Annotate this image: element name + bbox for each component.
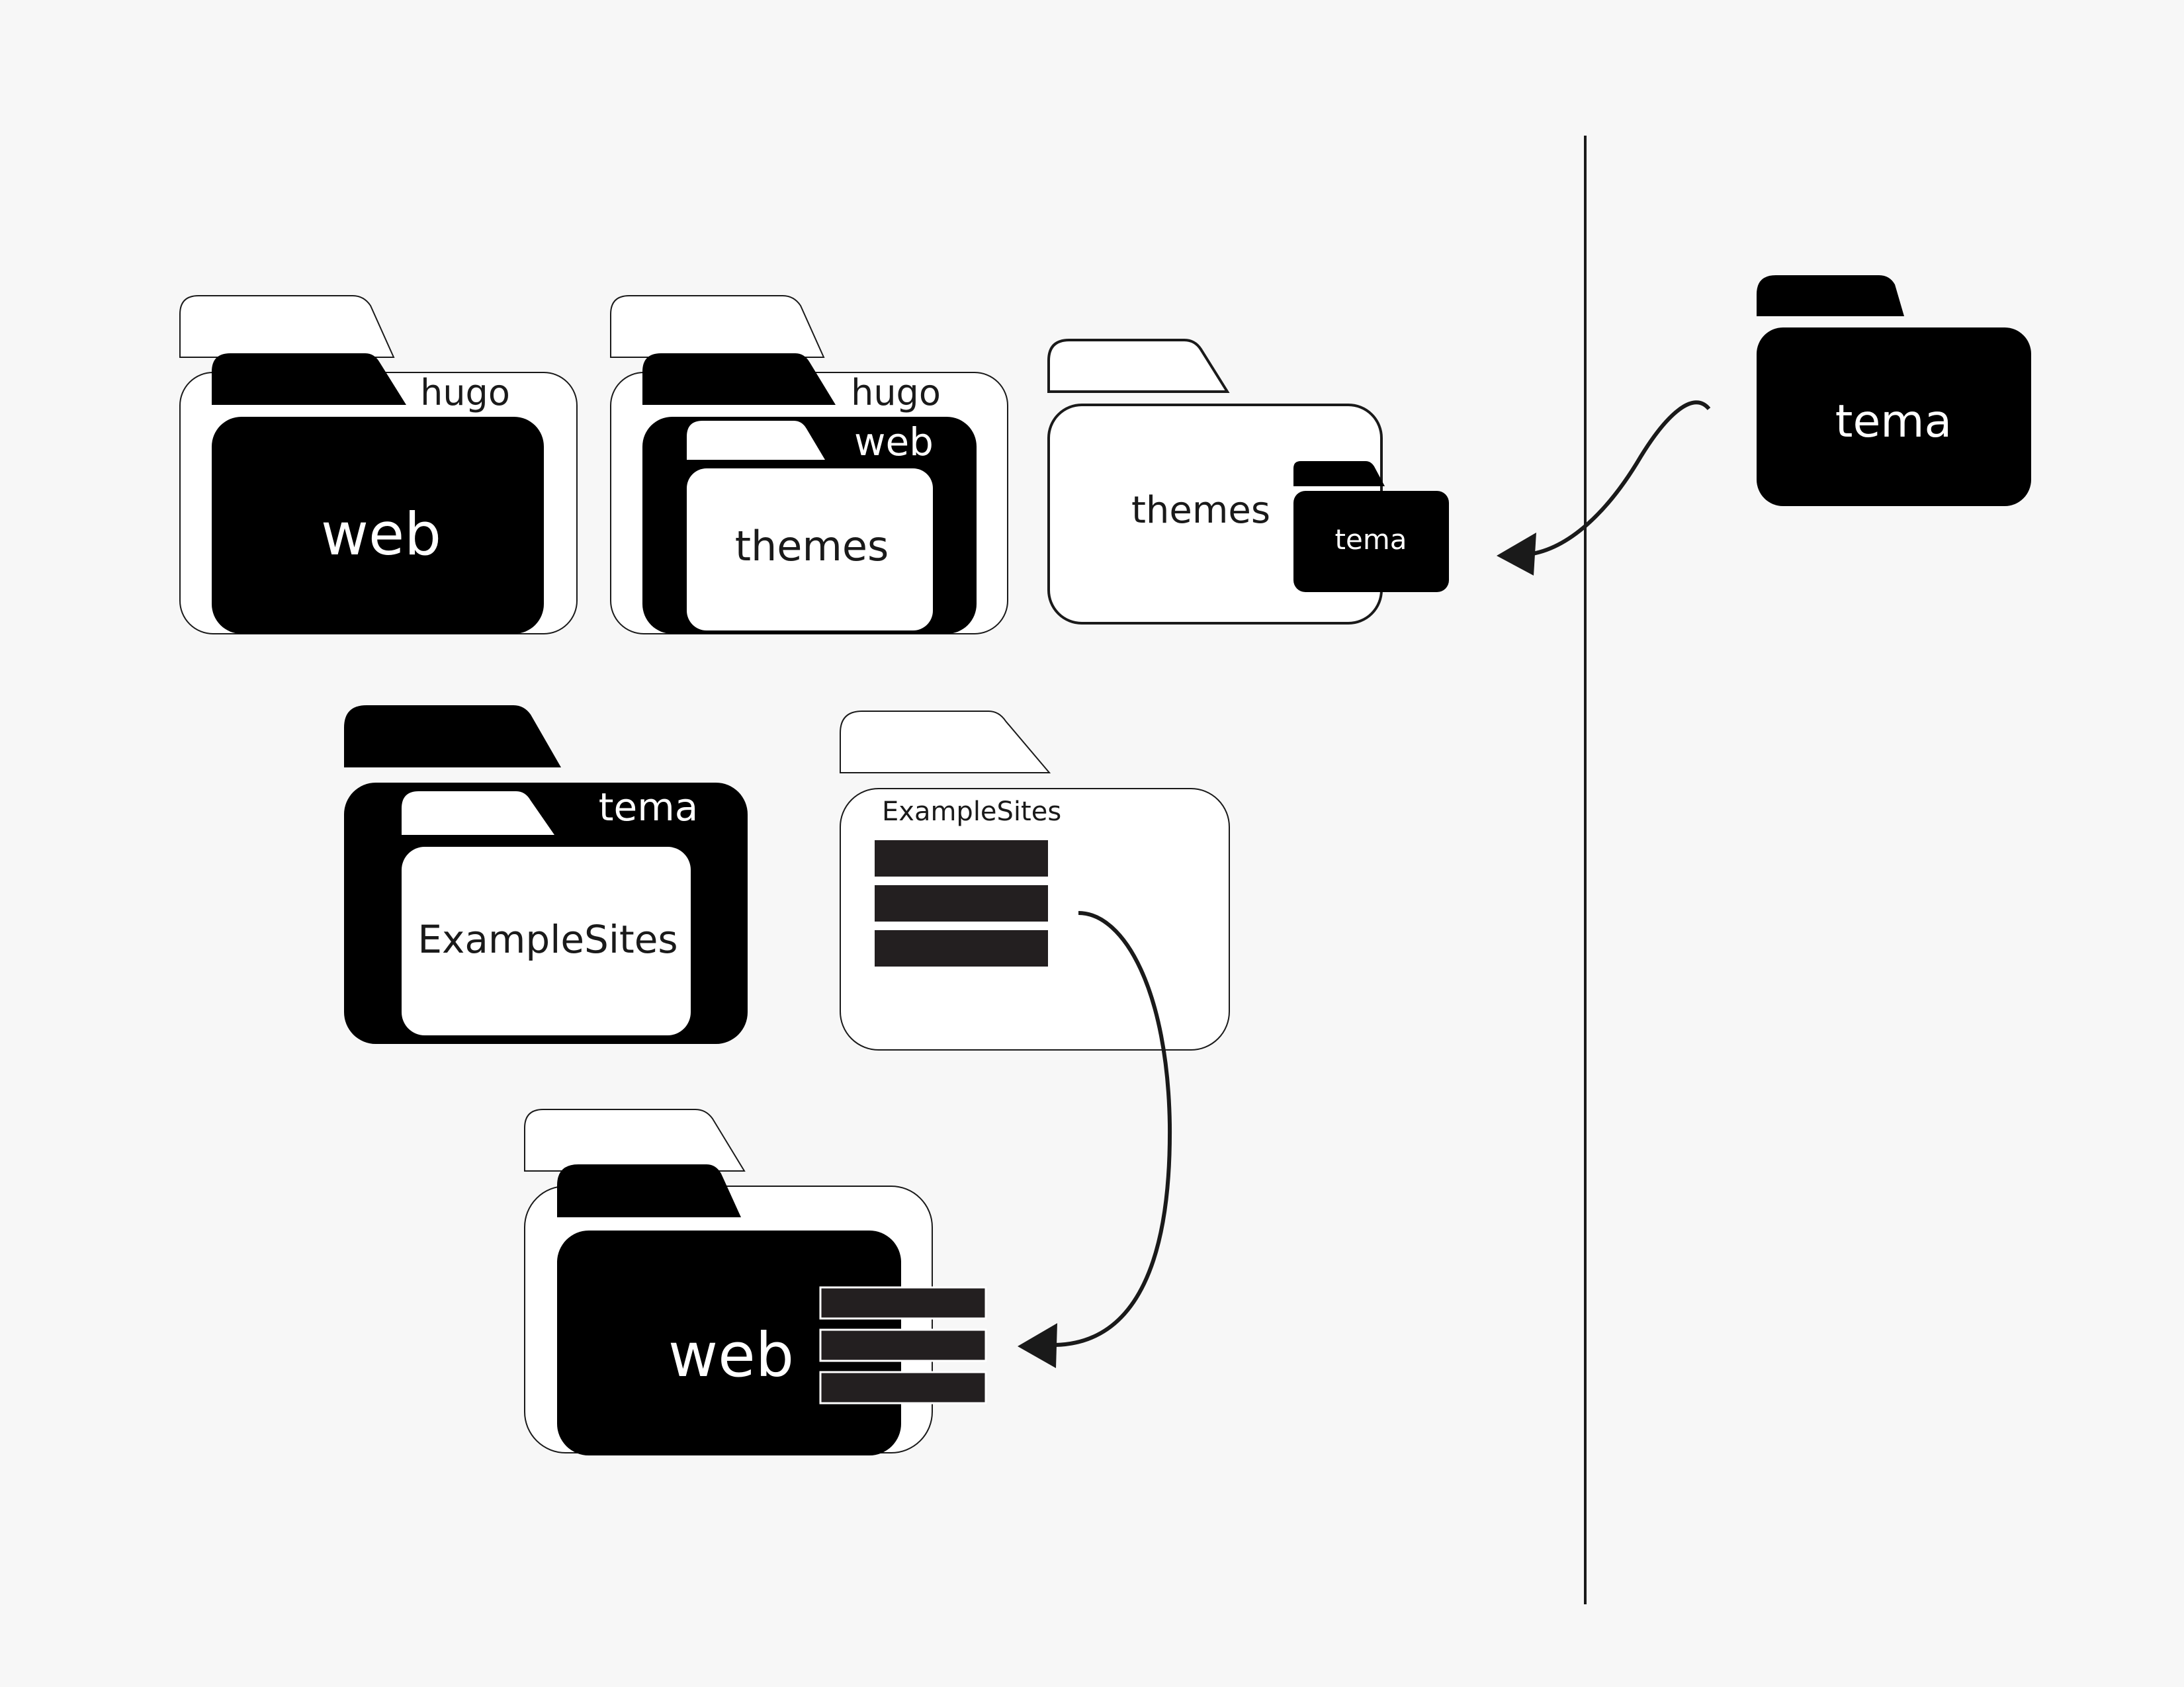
arrowhead: [1497, 533, 1536, 576]
curved-arrow-icon: [1497, 400, 1711, 576]
file-bar: [875, 840, 1048, 877]
folder-icon: [687, 468, 933, 630]
folder-label-web: web: [321, 500, 441, 568]
folder-icon: [1293, 461, 1385, 486]
folder-icon: [212, 417, 544, 634]
folder-icon: [1757, 275, 1904, 316]
file-bar: [819, 1286, 987, 1320]
folder-icon: [610, 295, 825, 358]
folder-label-web: web: [668, 1320, 794, 1391]
folder-icon: [402, 847, 691, 1035]
folder-label-tema: tema: [1835, 396, 1952, 448]
file-stack-icon: [819, 1286, 987, 1405]
folder-icon: [1293, 491, 1449, 592]
arrow-files-to-web: [1055, 911, 1172, 1347]
folder-examplesites-files: ExampleSites: [840, 711, 1230, 1051]
folder-label-web: web: [854, 419, 934, 464]
folder-themes-tema: themes tema: [1047, 339, 1449, 625]
arrow-tema-to-themes: [1528, 400, 1711, 556]
file-bar: [875, 930, 1048, 967]
file-bar: [819, 1371, 987, 1405]
folder-label-themes: themes: [1131, 489, 1270, 532]
file-stack-icon: [875, 840, 1048, 967]
folder-icon: [344, 705, 561, 767]
folder-icon: [642, 353, 836, 405]
folder-label-tema: tema: [1335, 523, 1407, 556]
folder-icon: [179, 295, 395, 358]
folder-icon: [840, 711, 1051, 773]
arrowhead: [1018, 1323, 1057, 1368]
folder-hugo-web-themes: hugo web themes: [610, 295, 1008, 634]
folder-label-examplesites: ExampleSites: [417, 917, 677, 962]
folder-hugo-web: hugo web: [179, 295, 578, 634]
folder-tema-examplesites: tema ExampleSites: [344, 705, 748, 1044]
folder-icon: [212, 353, 406, 405]
folder-label-hugo: hugo: [851, 372, 941, 413]
folder-tema-source: tema: [1757, 275, 2031, 506]
folder-label-hugo: hugo: [420, 372, 510, 413]
folder-icon: [687, 421, 825, 460]
curved-arrow-icon: [1018, 911, 1172, 1368]
folder-label-examplesites: ExampleSites: [882, 797, 1061, 827]
folder-icon: [557, 1164, 741, 1217]
file-bar: [819, 1328, 987, 1362]
folder-label-tema: tema: [599, 785, 698, 830]
folder-icon: [557, 1231, 901, 1455]
folder-icon: [524, 1109, 746, 1172]
folder-icon: [1757, 327, 2031, 506]
file-bar: [875, 885, 1048, 922]
folder-icon: [1047, 339, 1230, 393]
folder-icon: [402, 791, 554, 835]
folder-web-files: web: [524, 1109, 987, 1455]
folder-label-themes: themes: [735, 522, 889, 570]
